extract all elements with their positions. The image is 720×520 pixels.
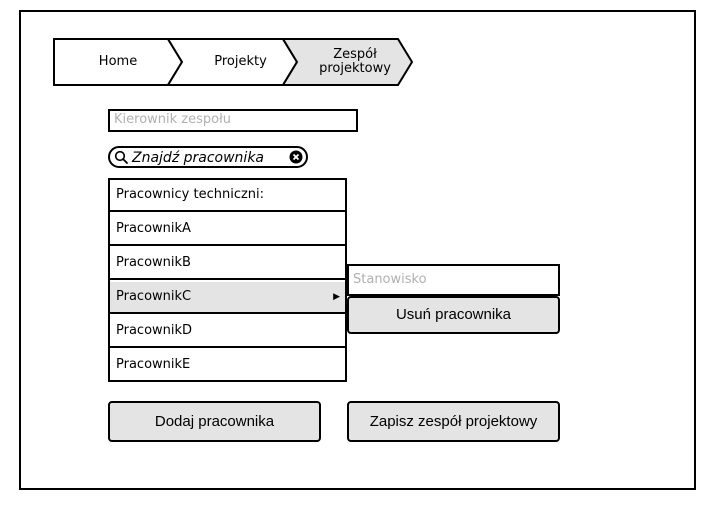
chevron-right-icon: ▶ [333, 292, 340, 302]
add-employee-button[interactable]: Dodaj pracownika [108, 401, 321, 442]
position-field[interactable]: Stanowisko [347, 264, 560, 296]
search-text: Znajdź pracownika [132, 150, 265, 166]
list-item-selected[interactable]: PracownikC ▶ [110, 282, 345, 314]
breadcrumb-item-zespol-line1: Zespół [333, 47, 377, 62]
list-item[interactable]: PracownikB [110, 248, 345, 280]
clear-icon[interactable] [289, 150, 303, 164]
remove-employee-button[interactable]: Usuń pracownika [347, 296, 560, 334]
breadcrumb-item-zespol-shape[interactable] [281, 38, 414, 86]
breadcrumb-item-zespol-line2: projektowy [319, 61, 391, 76]
list-item-label: PracownikC [116, 289, 192, 304]
list-header: Pracownicy techniczni: [110, 180, 345, 212]
window-frame [19, 10, 696, 490]
breadcrumb-item-projekty[interactable]: Projekty [214, 54, 267, 69]
employee-search-input[interactable]: Znajdź pracownika [108, 146, 308, 168]
breadcrumb: Home Projekty Zespół projektowy [53, 38, 415, 86]
list-item[interactable]: PracownikD [110, 316, 345, 348]
breadcrumb-shapes [53, 38, 414, 86]
team-leader-field[interactable]: Kierownik zespołu [108, 109, 358, 132]
employee-list: Pracownicy techniczni: PracownikA Pracow… [108, 178, 347, 382]
breadcrumb-item-home[interactable]: Home [98, 54, 138, 69]
search-icon [114, 150, 128, 164]
save-team-button[interactable]: Zapisz zespół projektowy [347, 401, 560, 442]
list-item[interactable]: PracownikA [110, 214, 345, 246]
breadcrumb-item-zespol[interactable]: Zespół projektowy [305, 48, 405, 76]
list-item[interactable]: PracownikE [116, 357, 191, 372]
